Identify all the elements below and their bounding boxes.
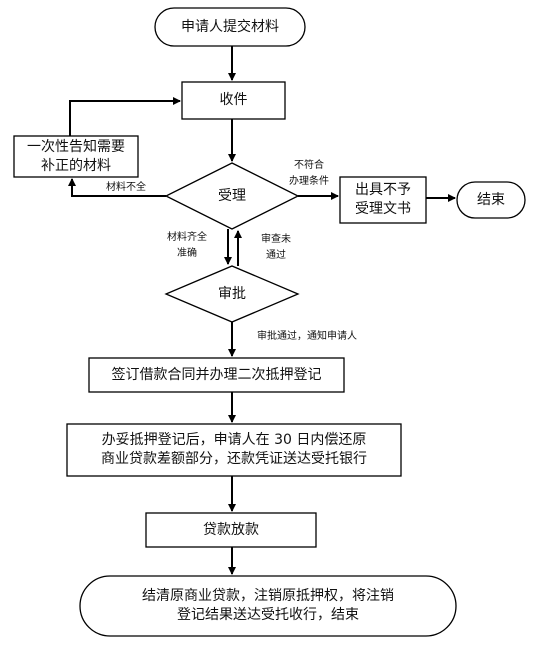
loan-release-box (145, 512, 317, 548)
start-label: 申请人提交材料 (181, 18, 279, 35)
end-reject-label: 结束 (477, 191, 505, 208)
repay-diff-box (66, 423, 402, 477)
edge-label-review-passed: 审批通过，通知申请人 (257, 331, 357, 342)
approve-label: 审批 (218, 285, 246, 302)
receive-label: 收件 (219, 92, 248, 109)
sign-contract-box (88, 357, 345, 393)
final-label: 结清原商业贷款，注销原抵押权，将注销 登记结果送达受托收行，结束 (142, 588, 394, 623)
receive-box (181, 81, 286, 120)
arrow-notify-to-receive (69, 97, 181, 136)
edge-label-complete: 材料齐全 准确 (167, 232, 207, 259)
loan-release-label: 贷款放款 (203, 521, 259, 538)
edge-label-not-qualified: 不符合 办理条件 (289, 160, 329, 187)
edge-label-review-failed: 审查未 通过 (261, 234, 291, 261)
sign-contract-label: 签订借款合同并办理二次抵押登记 (111, 366, 322, 383)
reject-doc-label: 出具不予 受理文书 (355, 182, 411, 217)
end-reject-terminal (456, 181, 526, 219)
notify-supplement-box (13, 135, 139, 178)
accept-diamond (164, 162, 300, 230)
notify-supplement-label: 一次性告知需要 补正的材料 (27, 138, 125, 174)
edge-label-incomplete: 材料不全 (106, 182, 146, 193)
reject-doc-box (339, 176, 427, 224)
accept-label: 受理 (218, 187, 246, 204)
arrow-accept-to-notify (68, 178, 166, 197)
final-terminal (79, 575, 457, 637)
start-terminal (154, 7, 306, 47)
repay-diff-label: 办妥抵押登记后，申请人在 30 日内偿还原 商业贷款差额部分，还款凭证送达受托银… (101, 432, 367, 467)
